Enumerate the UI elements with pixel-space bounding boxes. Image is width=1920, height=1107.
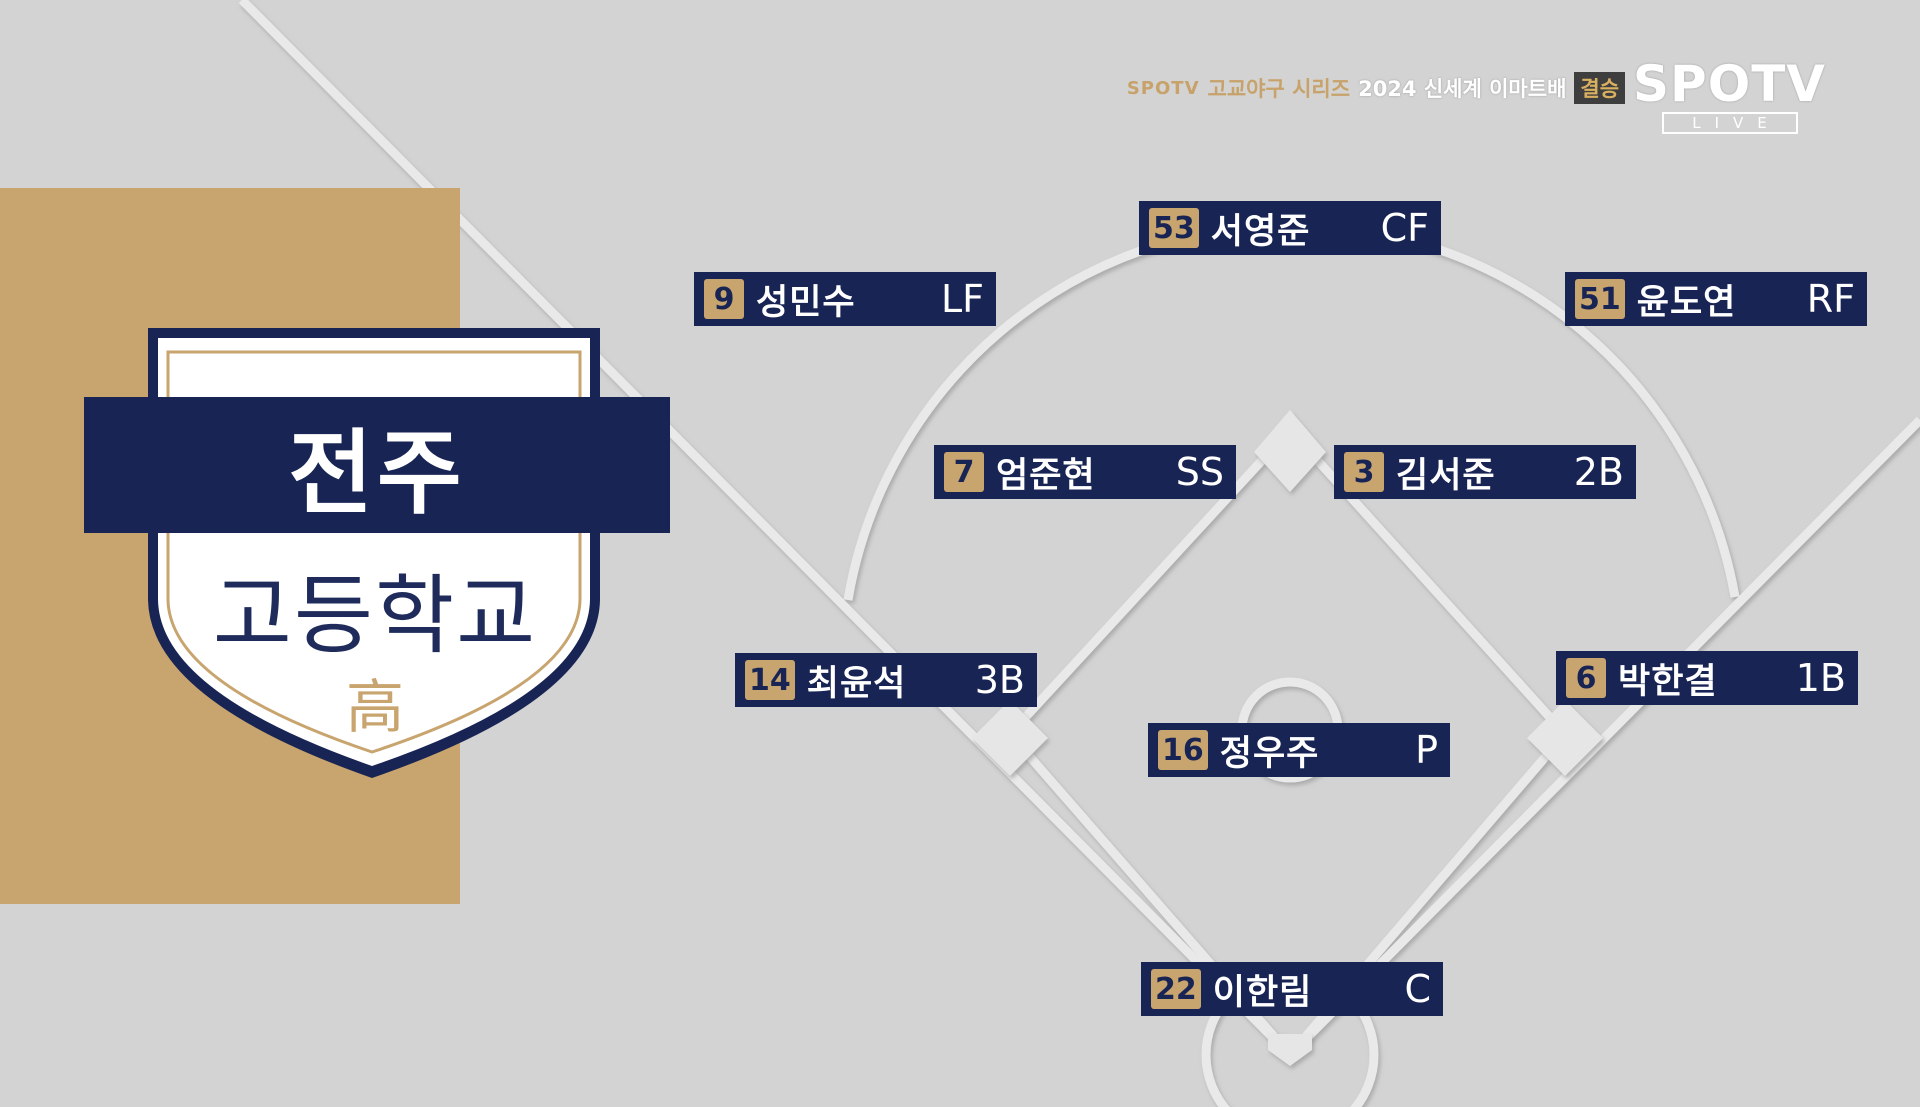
player-position: 2B <box>1573 450 1624 494</box>
team-name-bar: 전주 <box>84 397 670 533</box>
player-number: 9 <box>704 279 744 319</box>
spotv-logo: SPOTV LIVE <box>1633 55 1826 134</box>
logo-live-text: LIVE <box>1661 112 1798 134</box>
player-name: 정우주 <box>1219 733 1320 774</box>
player-number: 22 <box>1151 969 1201 1009</box>
player-position: LF <box>940 277 984 321</box>
player-name: 서영준 <box>1210 211 1311 252</box>
player-name: 최윤석 <box>806 663 907 704</box>
player-number: 51 <box>1575 279 1625 319</box>
channel-small-label: SPOTV <box>1126 77 1200 99</box>
player-name: 박한결 <box>1618 661 1718 702</box>
player-name: 성민수 <box>756 282 856 323</box>
player-name: 엄준현 <box>996 455 1096 496</box>
event-info: SPOTV 고교야구 시리즈 2024 신세계 이마트배 결승 <box>1126 72 1626 104</box>
player-card-3b: 14 최윤석 3B <box>735 653 1037 707</box>
player-name: 이한림 <box>1212 972 1313 1013</box>
second-base <box>1254 410 1326 492</box>
team-name: 전주 <box>288 419 466 527</box>
third-base <box>972 700 1048 776</box>
left-foul-line <box>238 0 1294 1059</box>
baseline-third-second <box>1006 426 1294 738</box>
player-card-lf: 9 성민수 LF <box>694 272 996 326</box>
player-number: 6 <box>1566 658 1606 698</box>
first-base <box>1527 700 1603 776</box>
player-number: 16 <box>1158 730 1208 770</box>
player-card-p: 16 정우주 P <box>1148 723 1450 777</box>
player-position: SS <box>1175 450 1224 494</box>
team-subtitle: 고등학교 <box>212 566 538 666</box>
logo-main-text: SPOTV <box>1633 55 1826 113</box>
player-card-ss: 7 엄준현 SS <box>934 445 1236 499</box>
broadcast-bug: SPOTV 고교야구 시리즈 2024 신세계 이마트배 결승 SPOTV LI… <box>1126 55 1826 134</box>
player-card-cf: 53 서영준 CF <box>1139 201 1441 255</box>
player-number: 53 <box>1149 208 1199 248</box>
player-position: P <box>1415 728 1438 772</box>
player-position: CF <box>1380 206 1429 250</box>
player-number: 14 <box>745 660 795 700</box>
player-number: 3 <box>1344 452 1384 492</box>
player-card-1b: 6 박한결 1B <box>1556 651 1858 705</box>
round-badge: 결승 <box>1574 72 1626 104</box>
player-number: 7 <box>944 452 984 492</box>
team-mark: 高 <box>345 673 404 741</box>
player-position: 1B <box>1795 656 1846 700</box>
player-position: C <box>1404 967 1431 1011</box>
player-position: 3B <box>974 658 1025 702</box>
series-label: 고교야구 시리즈 <box>1207 77 1351 101</box>
event-label: 2024 신세계 이마트배 <box>1358 77 1567 101</box>
player-name: 윤도연 <box>1636 282 1737 323</box>
player-position: RF <box>1806 277 1855 321</box>
player-card-rf: 51 윤도연 RF <box>1565 272 1867 326</box>
player-card-c: 22 이한림 C <box>1141 962 1443 1016</box>
player-card-2b: 3 김서준 2B <box>1334 445 1636 499</box>
player-name: 김서준 <box>1396 455 1496 496</box>
right-foul-line <box>1286 416 1920 1059</box>
home-plate <box>1268 1034 1312 1066</box>
